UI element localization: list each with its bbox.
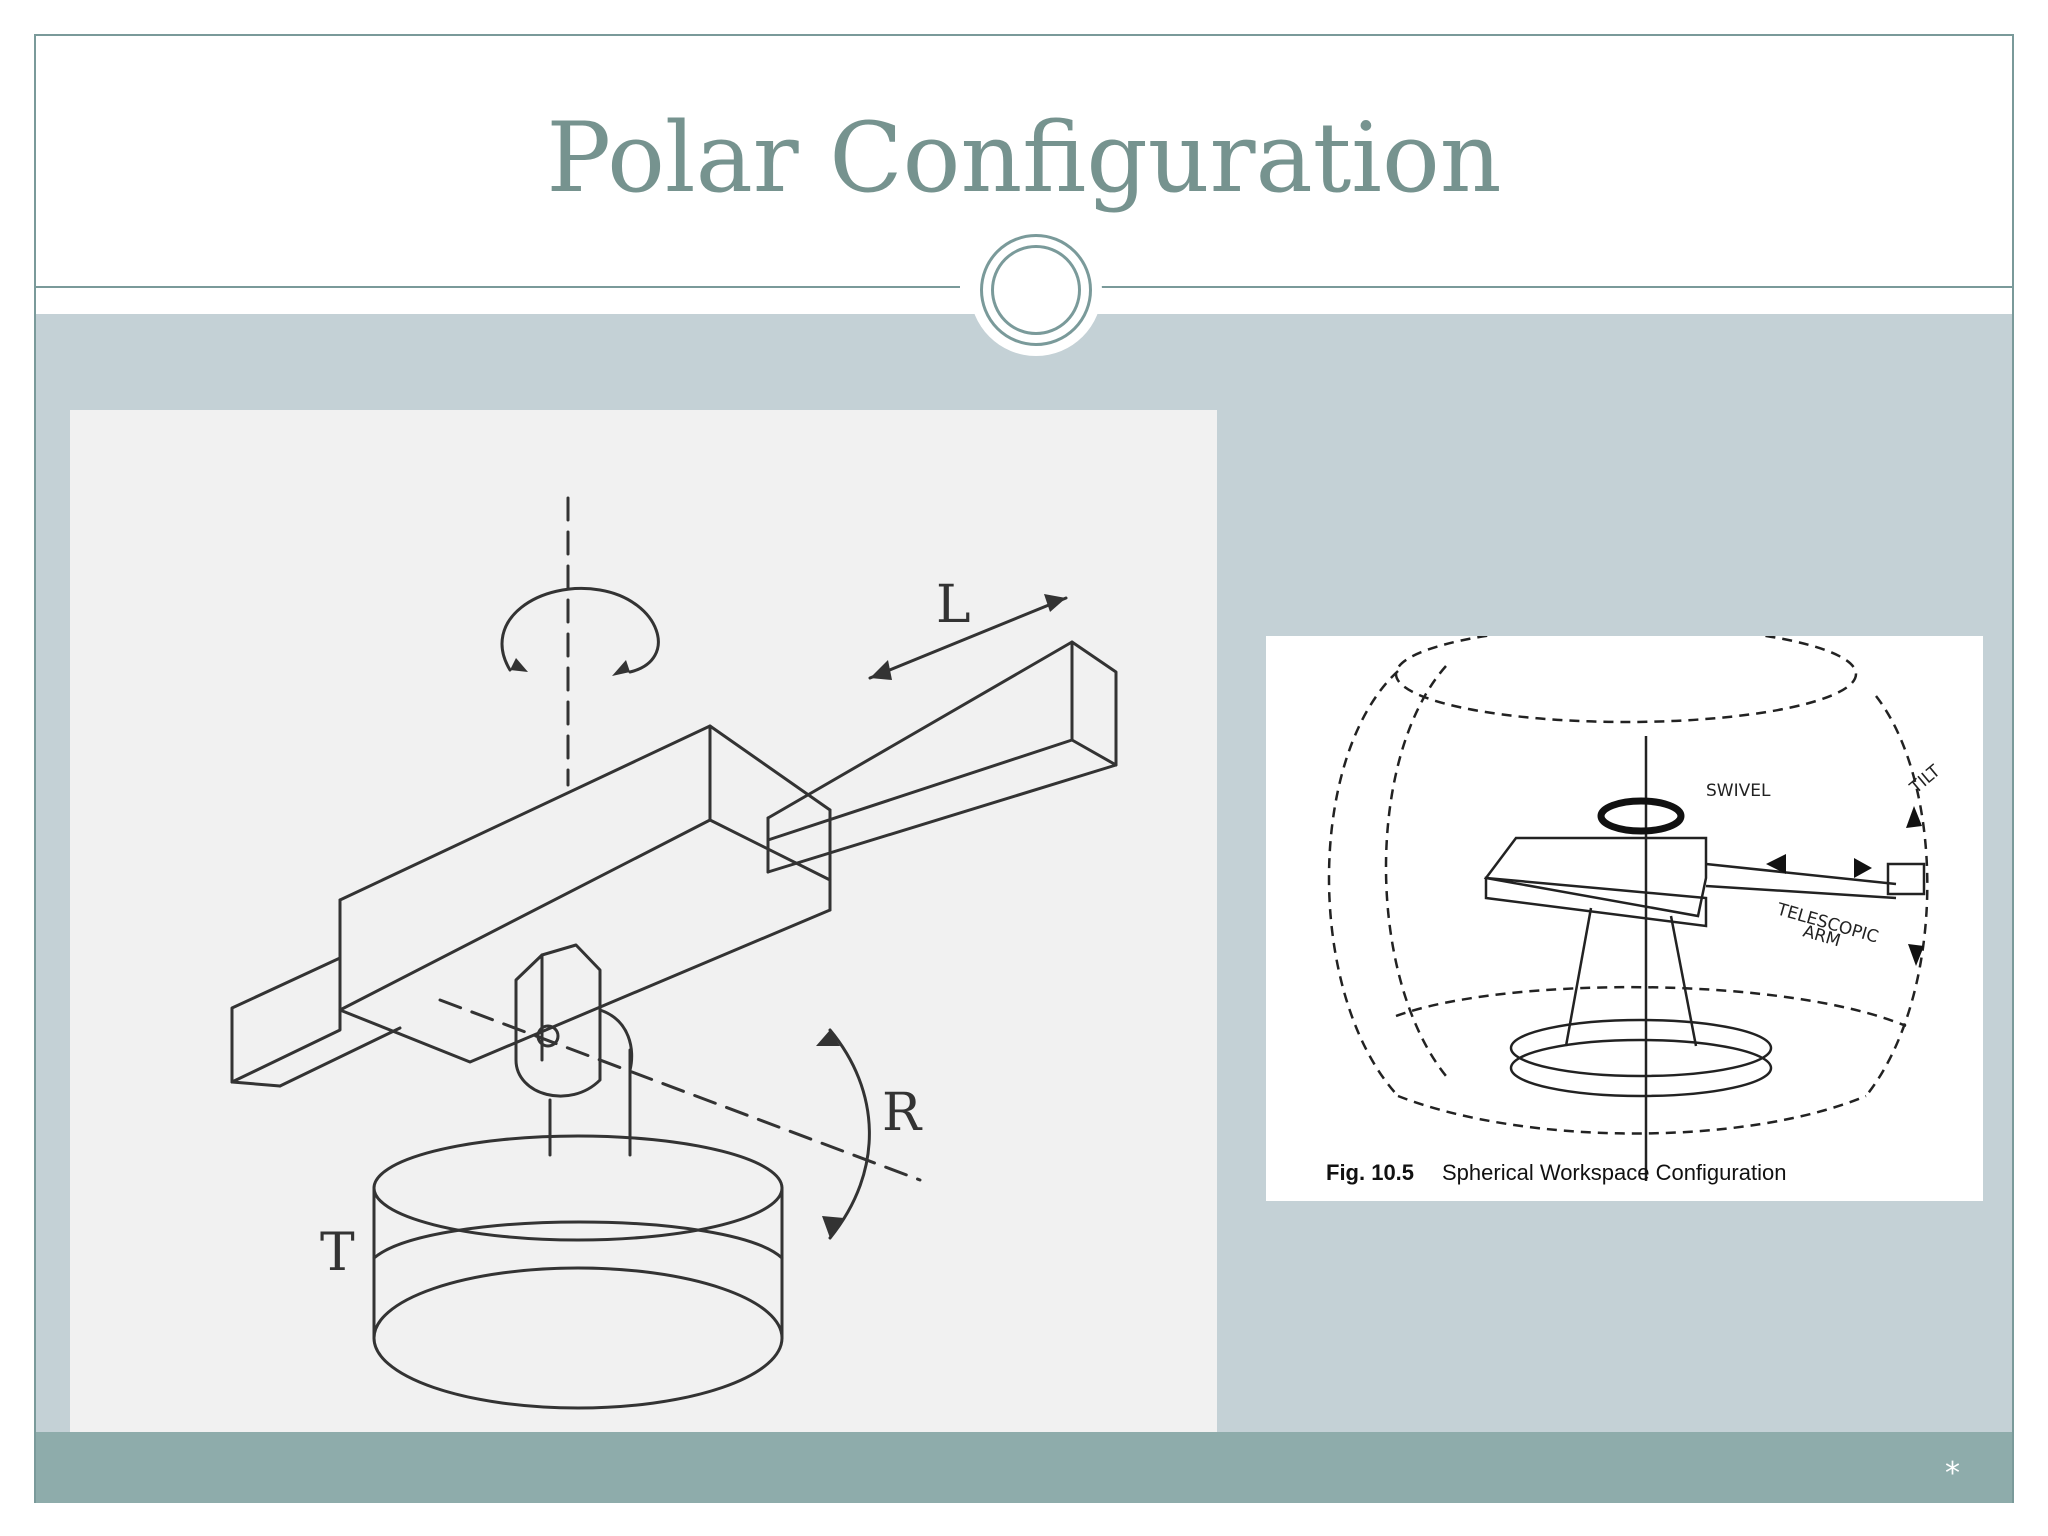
footer-band: * [36,1432,2012,1503]
polar-robot-drawing: L R T [230,496,1118,1410]
label-r: R [882,1083,923,1143]
content-area: L R T [36,314,2012,1436]
ornament-outer-ring [980,234,1092,346]
polar-robot-figure: L R T [70,410,1217,1436]
slide-number: * [1945,1456,1960,1491]
figure-caption-text: Spherical Workspace Configuration [1442,1160,1786,1185]
title-rule-left [36,286,960,288]
spherical-workspace-drawing: SWIVEL TILT TELESCOPIC ARM Fig. 10.5 Sph… [1326,636,1945,1185]
ornament-inner-ring [991,245,1081,335]
slide-title: Polar Configuration [546,102,1502,214]
figure-caption-number: Fig. 10.5 [1326,1160,1414,1185]
spherical-workspace-figure: SWIVEL TILT TELESCOPIC ARM Fig. 10.5 Sph… [1266,636,1983,1201]
label-tilt: TILT [1906,761,1945,799]
title-ornament [970,224,1102,356]
label-l: L [936,575,971,635]
label-t: T [320,1223,355,1283]
label-swivel: SWIVEL [1706,781,1771,801]
slide-frame: Polar Configuration [34,34,2014,1503]
title-rule-right [1096,286,2014,288]
